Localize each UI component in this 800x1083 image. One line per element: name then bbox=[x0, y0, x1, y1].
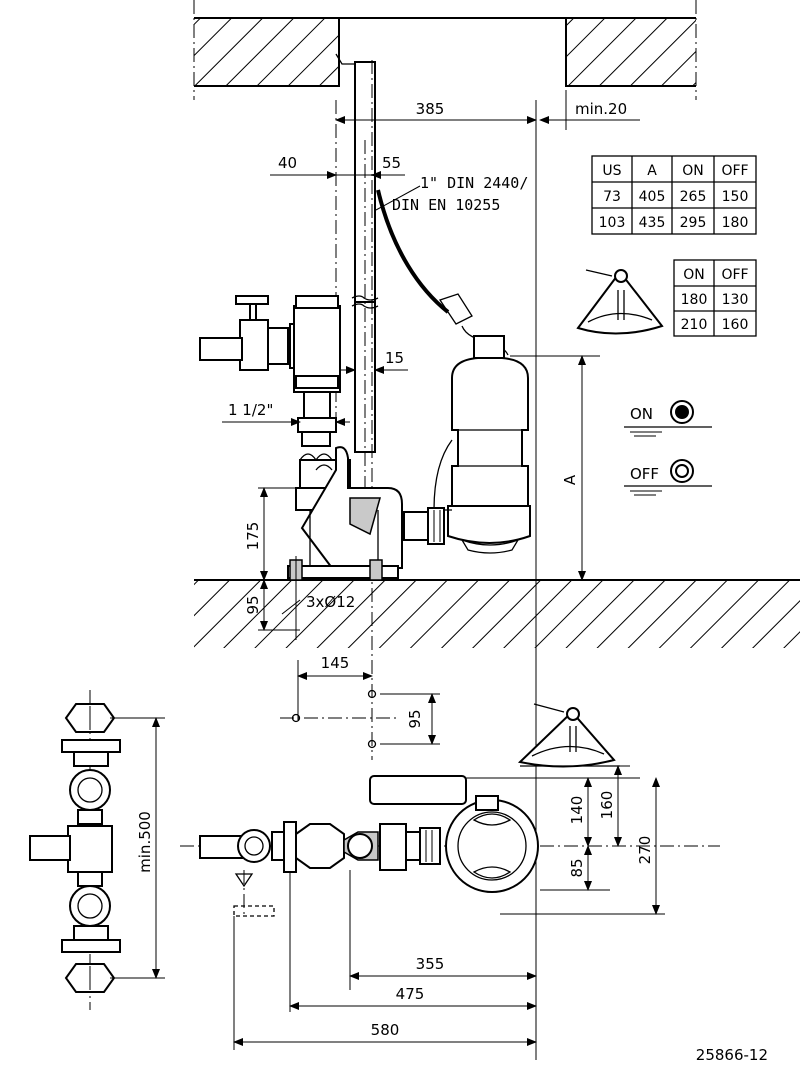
dim-95-base: 95 bbox=[244, 579, 300, 631]
table-main-cell: 435 bbox=[639, 215, 666, 231]
table-float: ON OFF 180 130 210 160 bbox=[673, 259, 757, 337]
dim-85-label: 85 bbox=[568, 858, 586, 877]
table-float-h-on: ON bbox=[683, 267, 705, 283]
plan-view-assembly bbox=[180, 775, 720, 917]
table-float-cell: 160 bbox=[722, 317, 749, 333]
dim-min20: min.20 bbox=[539, 90, 640, 130]
dim-140-160-85-270: 140 85 160 270 bbox=[466, 765, 665, 915]
legend-on: ON bbox=[624, 400, 712, 437]
legend-on-label: ON bbox=[630, 405, 653, 423]
dim-580-label: 580 bbox=[371, 1021, 400, 1039]
table-main-h-us: US bbox=[602, 163, 621, 179]
dim-level-a: A bbox=[510, 355, 600, 581]
legend-off-label: OFF bbox=[630, 465, 659, 483]
dim-40-55: 40 55 bbox=[270, 154, 405, 179]
submersible-pump bbox=[433, 335, 531, 554]
hole-pattern: 145 95 bbox=[280, 654, 440, 749]
table-main-h-a: A bbox=[647, 163, 657, 179]
plan-float-switch-icon bbox=[517, 703, 620, 768]
table-main: US A ON OFF 73 405 265 150 103 435 295 1… bbox=[591, 155, 757, 235]
pump-discharge-fitting bbox=[403, 507, 445, 545]
float-switch-icon bbox=[576, 269, 664, 335]
table-float-cell: 180 bbox=[681, 292, 708, 308]
ceiling-slab bbox=[193, 0, 697, 100]
float-cable bbox=[376, 189, 509, 356]
table-main-h-on: ON bbox=[682, 163, 704, 179]
dim-95b-label: 95 bbox=[406, 709, 424, 728]
dim-min20-label: min.20 bbox=[575, 100, 627, 118]
dim-175-label: 175 bbox=[244, 522, 262, 551]
table-main-h-off: OFF bbox=[721, 163, 748, 179]
dim-pipe-size: 1 1/2" bbox=[222, 401, 350, 426]
legend-off: OFF bbox=[624, 459, 712, 496]
pipe-spec-line1: 1" DIN 2440/ bbox=[420, 174, 528, 192]
table-float-cell: 130 bbox=[722, 292, 749, 308]
table-main-cell: 73 bbox=[603, 189, 621, 205]
dim-140-label: 140 bbox=[568, 796, 586, 825]
table-main-cell: 295 bbox=[680, 215, 707, 231]
table-float-h-off: OFF bbox=[721, 267, 748, 283]
pipe-spec-line2: DIN EN 10255 bbox=[392, 196, 500, 214]
dim-385-label: 385 bbox=[416, 100, 445, 118]
holes-label: 3xØ12 bbox=[306, 593, 355, 611]
dim-355-label: 355 bbox=[416, 955, 445, 973]
side-view-valves bbox=[29, 690, 121, 1010]
floor-slab bbox=[194, 579, 800, 648]
dim-160-label: 160 bbox=[598, 791, 616, 820]
dim-475-label: 475 bbox=[396, 985, 425, 1003]
dim-min500: min.500 bbox=[110, 717, 165, 979]
dim-40-label: 40 bbox=[278, 154, 297, 172]
dim-holes: 3xØ12 bbox=[281, 593, 355, 615]
table-main-cell: 150 bbox=[722, 189, 749, 205]
dim-175: 175 bbox=[244, 487, 300, 581]
pipe-spec-note: 1" DIN 2440/ DIN EN 10255 bbox=[375, 174, 528, 214]
dim-min500-label: min.500 bbox=[136, 811, 154, 873]
dim-355-475-580: 355 475 580 bbox=[233, 870, 537, 1050]
table-float-cell: 210 bbox=[681, 317, 708, 333]
dim-15: 15 bbox=[340, 349, 408, 374]
dim-a-label: A bbox=[561, 474, 579, 485]
table-main-cell: 103 bbox=[599, 215, 626, 231]
drawing-number: 25866-12 bbox=[696, 1046, 768, 1064]
table-main-cell: 180 bbox=[722, 215, 749, 231]
dim-270-label: 270 bbox=[636, 836, 654, 865]
dim-145-label: 145 bbox=[321, 654, 350, 672]
gate-valve-assembly bbox=[199, 295, 341, 462]
dim-55-label: 55 bbox=[382, 154, 401, 172]
dim-95a-label: 95 bbox=[244, 595, 262, 614]
dim-385: 385 bbox=[335, 100, 537, 124]
table-main-cell: 405 bbox=[639, 189, 666, 205]
table-main-cell: 265 bbox=[680, 189, 707, 205]
pipe-size-label: 1 1/2" bbox=[228, 401, 273, 419]
dim-15-label: 15 bbox=[385, 349, 404, 367]
duckfoot-bend bbox=[287, 446, 403, 640]
